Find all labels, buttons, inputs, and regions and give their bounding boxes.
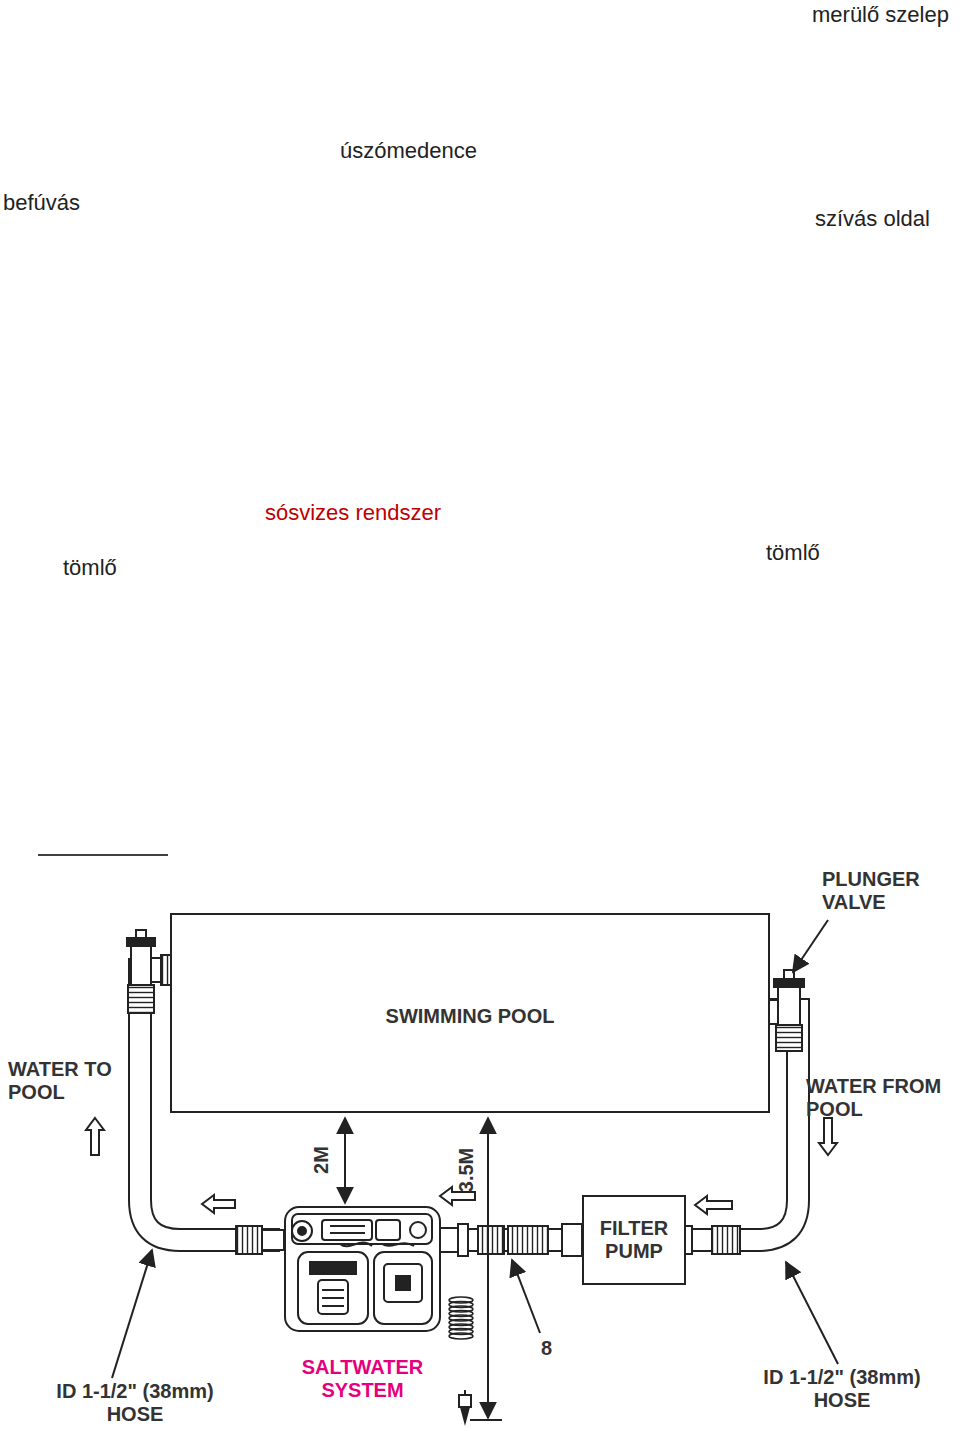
callout-label: WATER TO POOL — [8, 1058, 130, 1104]
callout-label: PLUNGER VALVE — [822, 868, 944, 914]
dimension-label: 2M — [310, 1146, 333, 1174]
callout-label: WATER FROM POOL — [806, 1075, 956, 1121]
node-label: SALTWATER SYSTEM — [293, 1356, 433, 1402]
annotation-text: tömlő — [63, 555, 117, 580]
leader-line — [793, 920, 828, 972]
callout-label: ID 1-1/2" (38mm) HOSE — [30, 1380, 240, 1426]
callout-label: 8 — [541, 1337, 552, 1360]
leader-line — [786, 1262, 838, 1364]
coiled-cord — [449, 1297, 473, 1339]
underline — [38, 854, 168, 856]
saltwater-unit: SALTWATER SYSTEM — [280, 1205, 445, 1402]
callout-label: ID 1-1/2" (38mm) HOSE — [737, 1366, 947, 1412]
annotation-text: úszómedence — [340, 138, 477, 163]
dimension-line — [344, 1118, 346, 1203]
annotation-text: merülő szelep — [812, 2, 949, 27]
dimension-label: 3.5M — [455, 1148, 478, 1192]
filter-pump-box: FILTER PUMP — [582, 1195, 686, 1285]
annotation-text: szívás oldal — [815, 206, 930, 231]
annotation-text: befúvás — [3, 190, 80, 215]
saltwater-device — [285, 1207, 440, 1331]
node-label: SWIMMING POOL — [172, 915, 768, 1028]
leader-line — [112, 1250, 152, 1378]
flow-arrow — [86, 1118, 837, 1214]
leader-line — [512, 1260, 540, 1333]
node-label: FILTER PUMP — [584, 1217, 684, 1263]
pool-tank: SWIMMING POOL — [170, 913, 770, 1113]
coil-loop — [449, 1333, 473, 1339]
ground-rod — [459, 1390, 471, 1422]
dimension-tick — [470, 1419, 502, 1421]
left-valve — [127, 930, 175, 1013]
annotation-text: tömlő — [766, 540, 820, 565]
annotation-text: sósvizes rendszer — [265, 500, 441, 525]
dimension-line — [487, 1118, 489, 1418]
